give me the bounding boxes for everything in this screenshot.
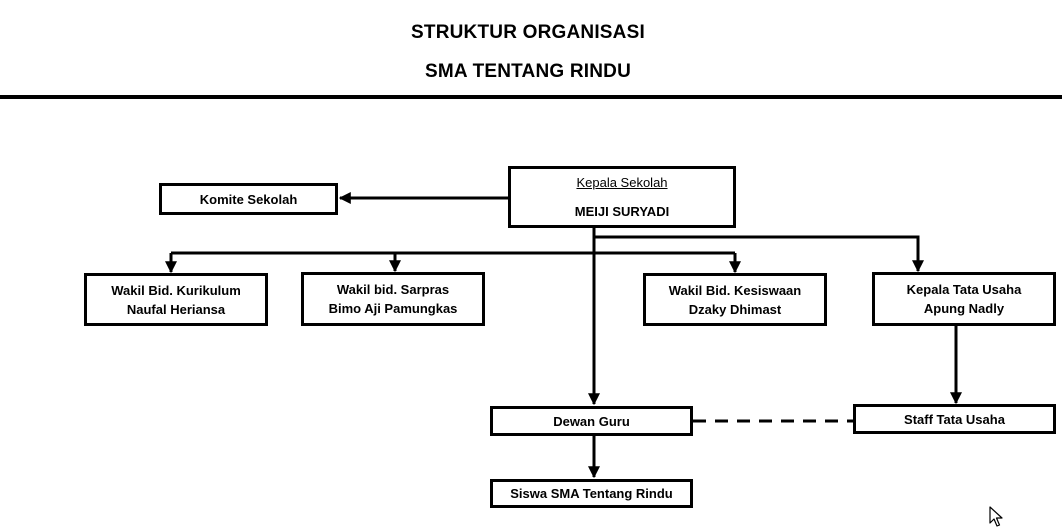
dewan-guru-box: Dewan Guru — [490, 406, 693, 436]
wakil-kesiswaan-box: Wakil Bid. Kesiswaan Dzaky Dhimast — [643, 273, 827, 326]
komite-sekolah-label: Komite Sekolah — [199, 191, 298, 207]
kepala-sekolah-box: Kepala Sekolah MEIJI SURYADI — [508, 166, 736, 228]
staff-tata-usaha-box: Staff Tata Usaha — [853, 404, 1056, 434]
school-name-subtitle: SMA TENTANG RINDU — [424, 61, 632, 82]
wakil-kurikulum-box: Wakil Bid. Kurikulum Naufal Heriansa — [84, 273, 268, 326]
siswa-box: Siswa SMA Tentang Rindu — [490, 479, 693, 508]
wakil-kurikulum-name: Naufal Heriansa — [126, 301, 226, 317]
kepala-tata-usaha-box: Kepala Tata Usaha Apung Nadly — [872, 272, 1056, 326]
wakil-sarpras-name: Bimo Aji Pamungkas — [328, 301, 458, 316]
wakil-sarpras-box: Wakil bid. Sarpras Bimo Aji Pamungkas — [301, 272, 485, 326]
kepala-sekolah-name: MEIJI SURYADI — [574, 204, 670, 219]
mouse-pointer-icon — [989, 506, 1003, 527]
komite-sekolah-box: Komite Sekolah — [159, 183, 338, 215]
connector-to-kepala-tu — [594, 235, 924, 273]
wakil-kesiswaan-name: Dzaky Dhimast — [688, 301, 782, 317]
siswa-label: Siswa SMA Tentang Rindu — [510, 486, 673, 501]
kepala-sekolah-role: Kepala Sekolah — [576, 175, 668, 190]
chart-title: STRUKTUR ORGANISASI — [411, 22, 645, 43]
header-divider — [0, 95, 1062, 99]
wakil-kesiswaan-role: Wakil Bid. Kesiswaan — [668, 282, 802, 298]
kepala-tata-usaha-name: Apung Nadly — [923, 301, 1005, 316]
wakil-sarpras-role: Wakil bid. Sarpras — [336, 282, 450, 297]
dewan-guru-label: Dewan Guru — [553, 413, 630, 429]
staff-tata-usaha-label: Staff Tata Usaha — [904, 411, 1005, 427]
kepala-tata-usaha-role: Kepala Tata Usaha — [906, 282, 1022, 297]
wakil-kurikulum-role: Wakil Bid. Kurikulum — [111, 282, 241, 298]
